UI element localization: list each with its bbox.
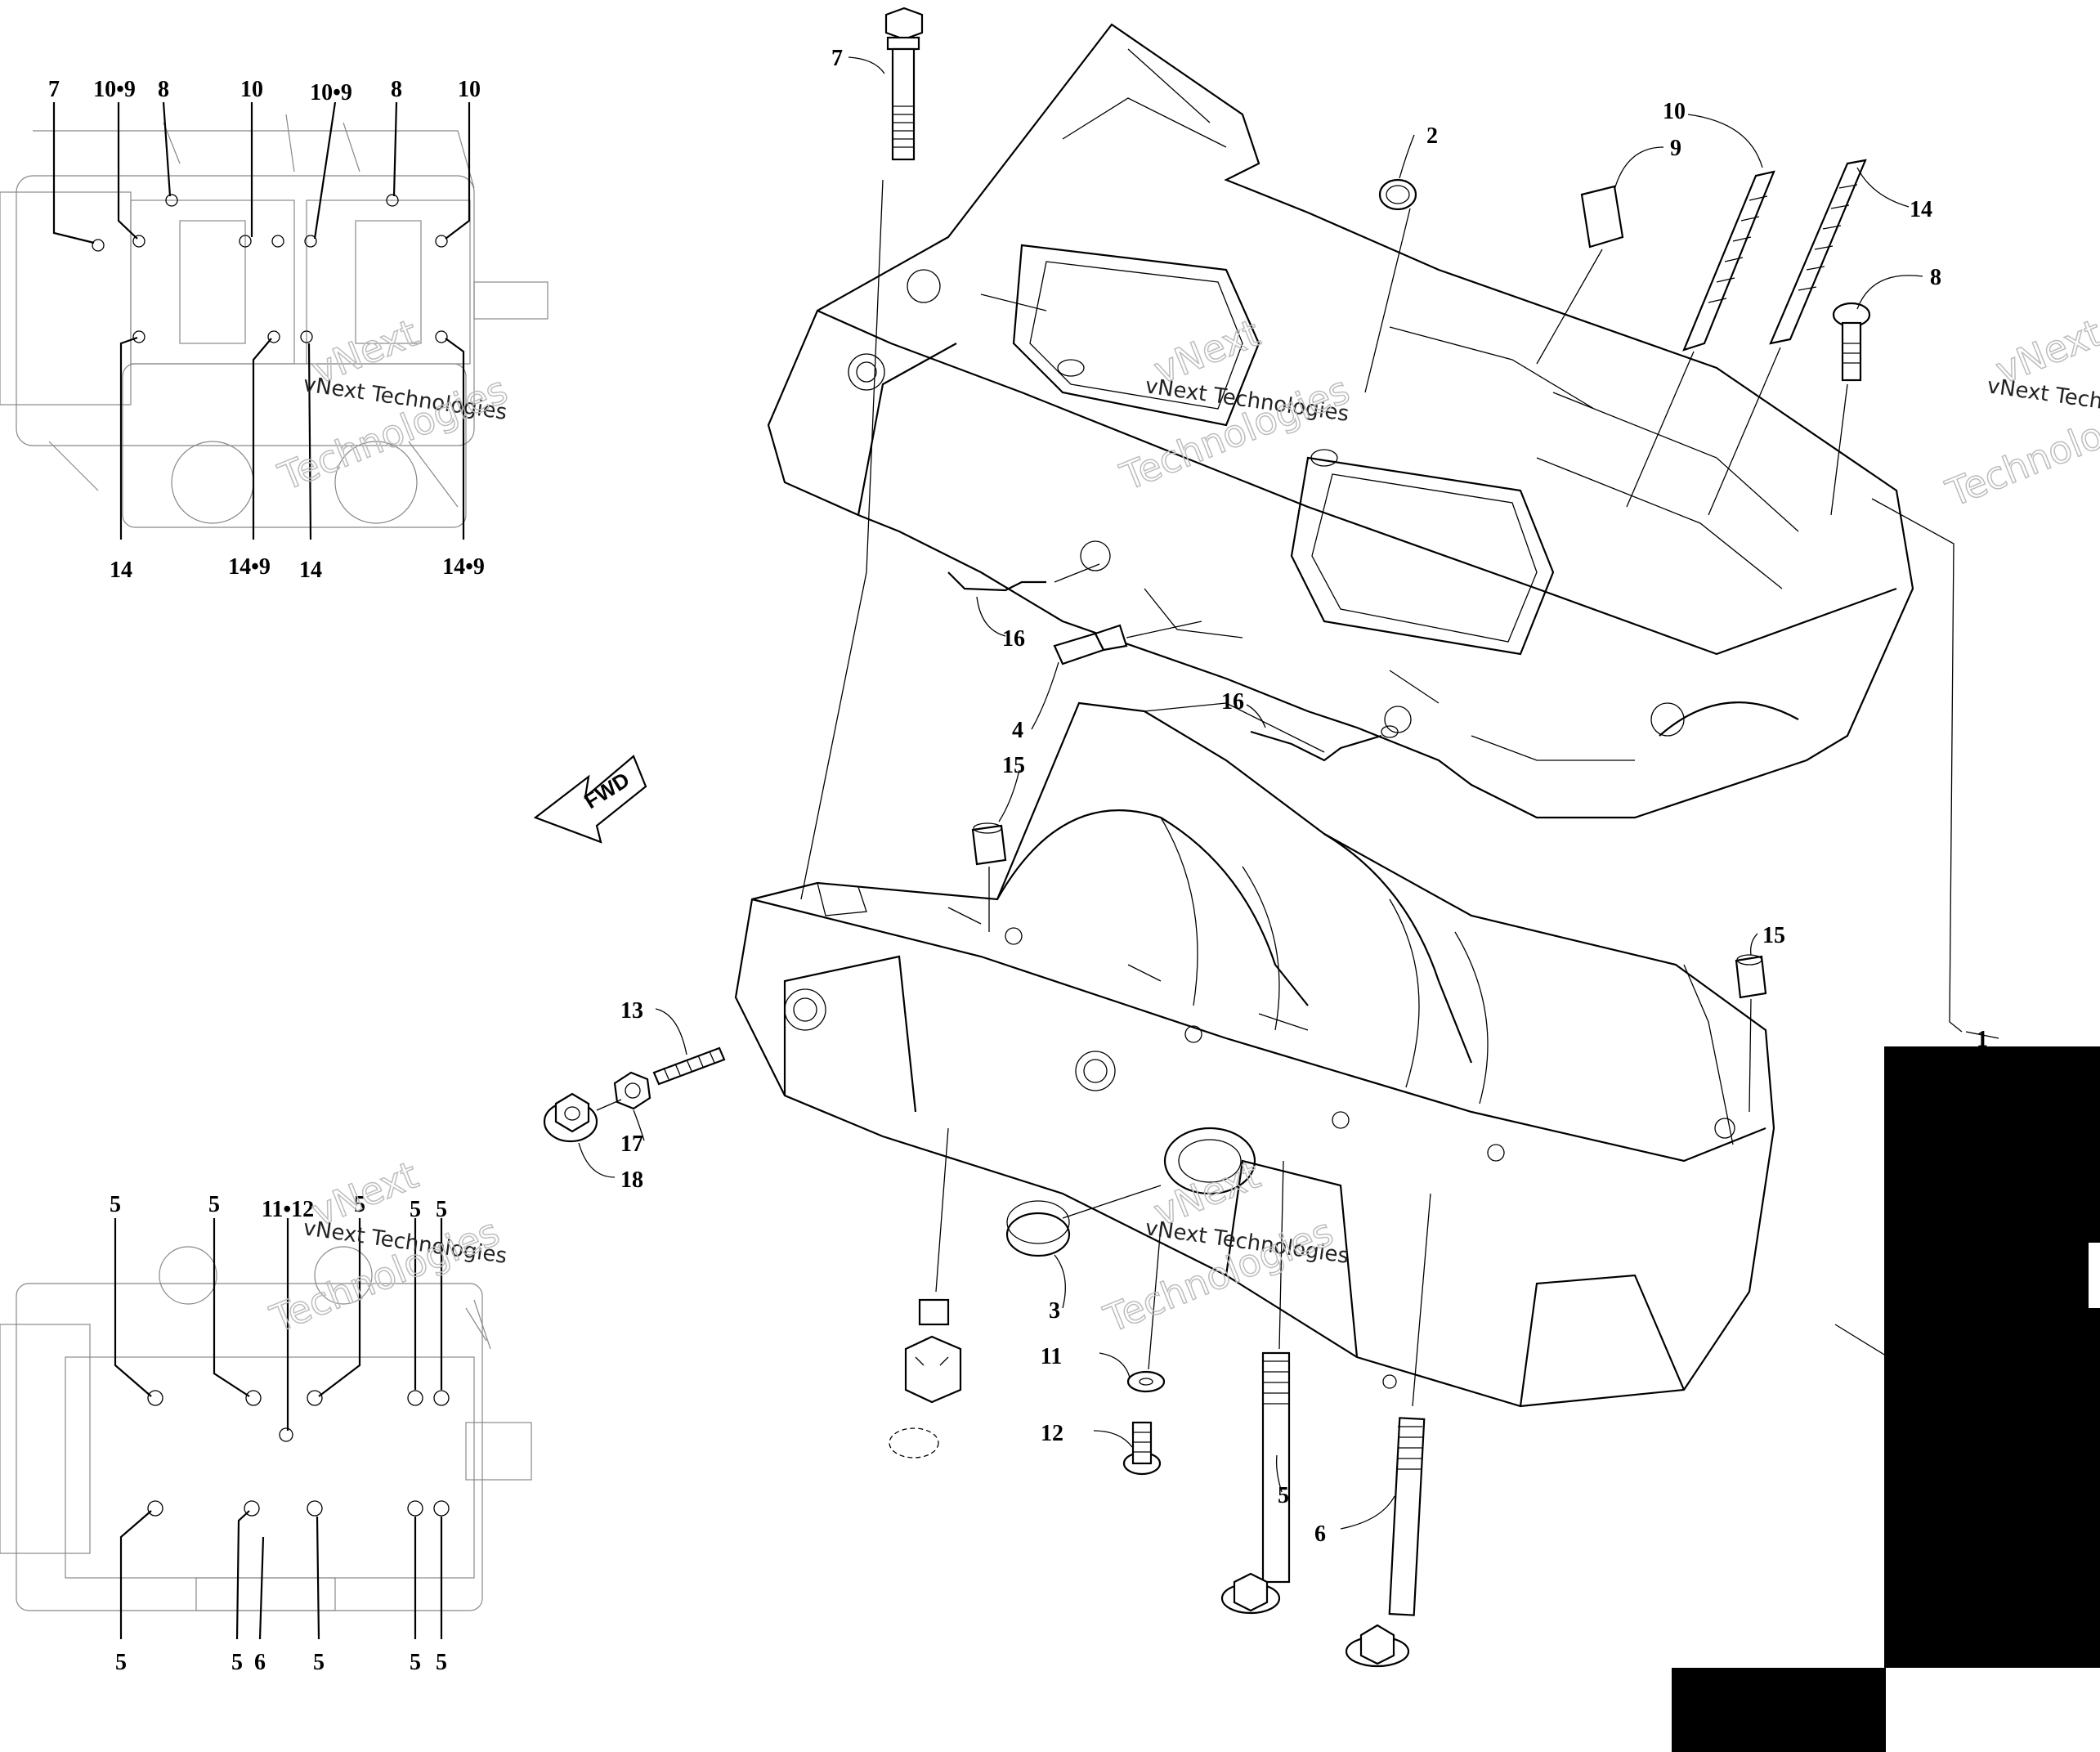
- nut-17: [613, 1071, 651, 1110]
- stud-10: [1626, 170, 1775, 508]
- ring-2: [1364, 178, 1417, 393]
- assembly-bracket-line: [1834, 498, 1963, 1358]
- dowel-15-left: [971, 822, 1007, 932]
- callout-label: 5: [110, 1192, 121, 1217]
- bolt-5: [1220, 1160, 1291, 1615]
- callout-5: 5: [1278, 1483, 1289, 1508]
- callout-label: 5: [354, 1192, 365, 1217]
- callout-label: 8: [391, 77, 402, 102]
- callout-13: 13: [620, 998, 643, 1024]
- washer-11: [1126, 1226, 1166, 1393]
- fitting-4: [1053, 621, 1202, 665]
- callout-label: 10•9: [310, 80, 352, 105]
- callout-16b: 16: [1221, 689, 1244, 715]
- fwd-arrow-icon: FWD: [533, 755, 647, 844]
- callout-label: 6: [254, 1650, 266, 1675]
- callout-numbers: 7 2 10 9 14 8 16 4 16 15 15 1 13 17 18 3…: [620, 46, 1988, 1547]
- temperature-sensor: [889, 1127, 962, 1459]
- callout-label: 5: [208, 1192, 220, 1217]
- callout-11: 11: [1041, 1344, 1062, 1369]
- watermark-text: vNext: [1990, 311, 2100, 392]
- lower-crankcase: [734, 701, 1775, 1408]
- callout-17: 17: [620, 1131, 643, 1157]
- callout-label: 8: [158, 77, 169, 102]
- hose-16-upper: [947, 563, 1100, 592]
- bolt-7: [800, 7, 924, 900]
- callout-label: 11•12: [262, 1197, 314, 1222]
- callout-label: 14•9: [228, 554, 271, 580]
- callout-2: 2: [1426, 123, 1438, 149]
- stud-14: [1708, 159, 1867, 516]
- upper-crankcase: [767, 23, 1914, 819]
- parts: [543, 7, 1963, 1668]
- callout-label: 14•9: [442, 554, 485, 580]
- callout-label: 5: [410, 1650, 421, 1675]
- callout-16a: 16: [1002, 626, 1025, 652]
- hose-16-lower: [1250, 725, 1399, 762]
- callout-4: 4: [1012, 718, 1023, 743]
- redaction-blocks: [1672, 1046, 2100, 1752]
- stud-6: [1345, 1193, 1431, 1668]
- bolt-12: [1122, 1421, 1162, 1476]
- bolt-8: [1830, 302, 1871, 516]
- top-engine-inset: 7 10•9 8 10 10•9 8 10 14 14•9 14 14•9: [0, 77, 549, 583]
- nut-18: [543, 1092, 622, 1143]
- callout-label: 14: [110, 558, 132, 583]
- callout-10: 10: [1663, 99, 1686, 124]
- callout-label: 5: [231, 1650, 243, 1675]
- dowel-9: [1536, 185, 1624, 365]
- callout-leaders: [578, 56, 1999, 1530]
- callout-label: 5: [410, 1197, 421, 1222]
- bottom-engine-inset: 5 5 11•12 5 5 5 5 5 6 5 5 5: [0, 1192, 532, 1675]
- callout-label: 10: [240, 77, 263, 102]
- callout-label: 5: [115, 1650, 127, 1675]
- callout-3: 3: [1049, 1298, 1060, 1324]
- callout-8: 8: [1930, 265, 1941, 290]
- dowel-15-right: [1735, 954, 1767, 1113]
- callout-18: 18: [620, 1167, 643, 1193]
- callout-7: 7: [831, 46, 843, 71]
- callout-15a: 15: [1002, 753, 1025, 778]
- callout-14: 14: [1910, 197, 1932, 222]
- callout-label: 10: [458, 77, 481, 102]
- callout-6: 6: [1314, 1521, 1326, 1547]
- callout-label: 5: [436, 1197, 447, 1222]
- watermark-text: vNext: [306, 1153, 424, 1234]
- callout-label: 5: [436, 1650, 447, 1675]
- callout-15b: 15: [1762, 923, 1785, 948]
- callout-label: 7: [48, 77, 60, 102]
- stud-13: [652, 1046, 726, 1086]
- callout-label: 14: [299, 558, 322, 583]
- bushing-3: [1005, 1185, 1162, 1257]
- callout-label: 5: [313, 1650, 325, 1675]
- callout-label: 10•9: [93, 77, 136, 102]
- callout-1: 1: [1977, 1027, 1988, 1052]
- callout-12: 12: [1041, 1421, 1063, 1446]
- callout-9: 9: [1670, 136, 1681, 161]
